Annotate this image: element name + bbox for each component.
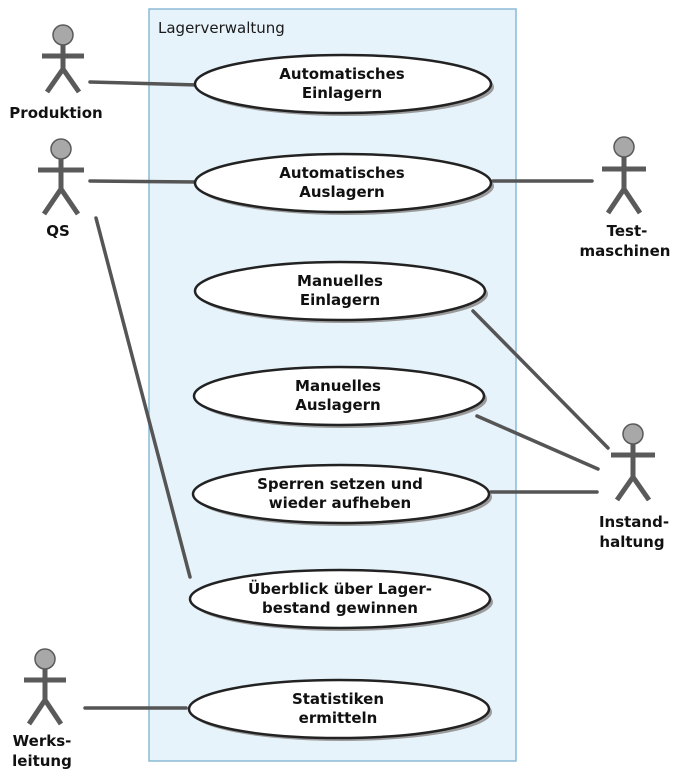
actor-werksleitung[interactable]: Werks- leitung [12, 648, 72, 770]
use-case-ellipse [188, 568, 492, 630]
use-case-manuelles-einlagern[interactable]: Manuelles Einlagern [193, 260, 488, 323]
use-case-ellipse [192, 365, 486, 427]
actor-label-line-1: QS [46, 222, 70, 240]
actor-label-line-2: haltung [599, 533, 664, 551]
use-case-label-line-2: wieder aufheben [269, 494, 411, 512]
actor-label-line-1: Test- [607, 222, 648, 240]
assoc-uc4-instandhaltung [475, 414, 600, 471]
use-case-label-line-2: bestand gewinnen [262, 599, 418, 617]
assoc-qs-uc2 [88, 179, 200, 184]
actor-produktion[interactable]: Produktion [9, 24, 103, 122]
actor-instandhaltung[interactable]: Instand- haltung [599, 423, 669, 551]
use-case-ellipse [193, 53, 493, 115]
assoc-qs-uc6 [94, 216, 192, 579]
assoc-produktion-uc1 [88, 80, 200, 87]
actors: Produktion QS Test- maschinen [9, 24, 671, 770]
actor-label-line-2: leitung [12, 752, 72, 770]
use-case-label-line-1: Automatisches [279, 65, 404, 83]
actor-figure-icon [42, 24, 84, 94]
use-case-ueberblick-lagerbestand[interactable]: Überblick über Lager- bestand gewinnen [188, 568, 493, 631]
actor-label-line-1: Instand- [599, 513, 669, 531]
use-case-ellipse [193, 152, 493, 214]
use-case-statistiken-ermitteln[interactable]: Statistiken ermitteln [187, 678, 492, 741]
system-label: Lagerverwaltung [158, 19, 285, 37]
actor-label-line-1: Produktion [9, 104, 102, 122]
use-case-label-line-1: Manuelles [295, 377, 381, 395]
use-case-label-line-2: Einlagern [300, 291, 380, 309]
assoc-uc3-instandhaltung [471, 309, 610, 450]
use-case-label-line-2: Auslagern [295, 396, 380, 414]
use-case-automatisches-auslagern[interactable]: Automatisches Auslagern [193, 152, 494, 215]
actor-figure-icon [602, 136, 646, 215]
actor-label-line-1: Werks- [13, 732, 72, 750]
actor-qs[interactable]: QS [38, 138, 84, 240]
use-case-manuelles-auslagern[interactable]: Manuelles Auslagern [192, 365, 487, 428]
use-case-label-line-2: Auslagern [299, 183, 384, 201]
use-case-label-line-1: Statistiken [292, 690, 384, 708]
use-case-automatisches-einlagern[interactable]: Automatisches Einlagern [193, 53, 494, 116]
use-case-label-line-1: Sperren setzen und [257, 475, 423, 493]
use-cases: Automatisches Einlagern Automatisches Au… [187, 53, 494, 741]
use-case-label-line-2: ermitteln [299, 709, 378, 727]
use-case-label-line-1: Überblick über Lager- [248, 579, 432, 598]
use-case-ellipse [193, 260, 487, 322]
use-case-ellipse [191, 463, 491, 525]
use-case-label-line-1: Manuelles [297, 272, 383, 290]
use-case-label-line-2: Einlagern [302, 84, 382, 102]
actor-label-line-2: maschinen [580, 242, 671, 260]
use-case-label-line-1: Automatisches [279, 164, 404, 182]
use-case-ellipse [187, 678, 491, 740]
actor-figure-icon [24, 648, 66, 726]
actor-figure-icon [611, 423, 655, 502]
associations [83, 80, 610, 710]
actor-testmaschinen[interactable]: Test- maschinen [580, 136, 671, 260]
actor-figure-icon [38, 138, 84, 216]
use-case-sperren-setzen[interactable]: Sperren setzen und wieder aufheben [191, 463, 492, 526]
